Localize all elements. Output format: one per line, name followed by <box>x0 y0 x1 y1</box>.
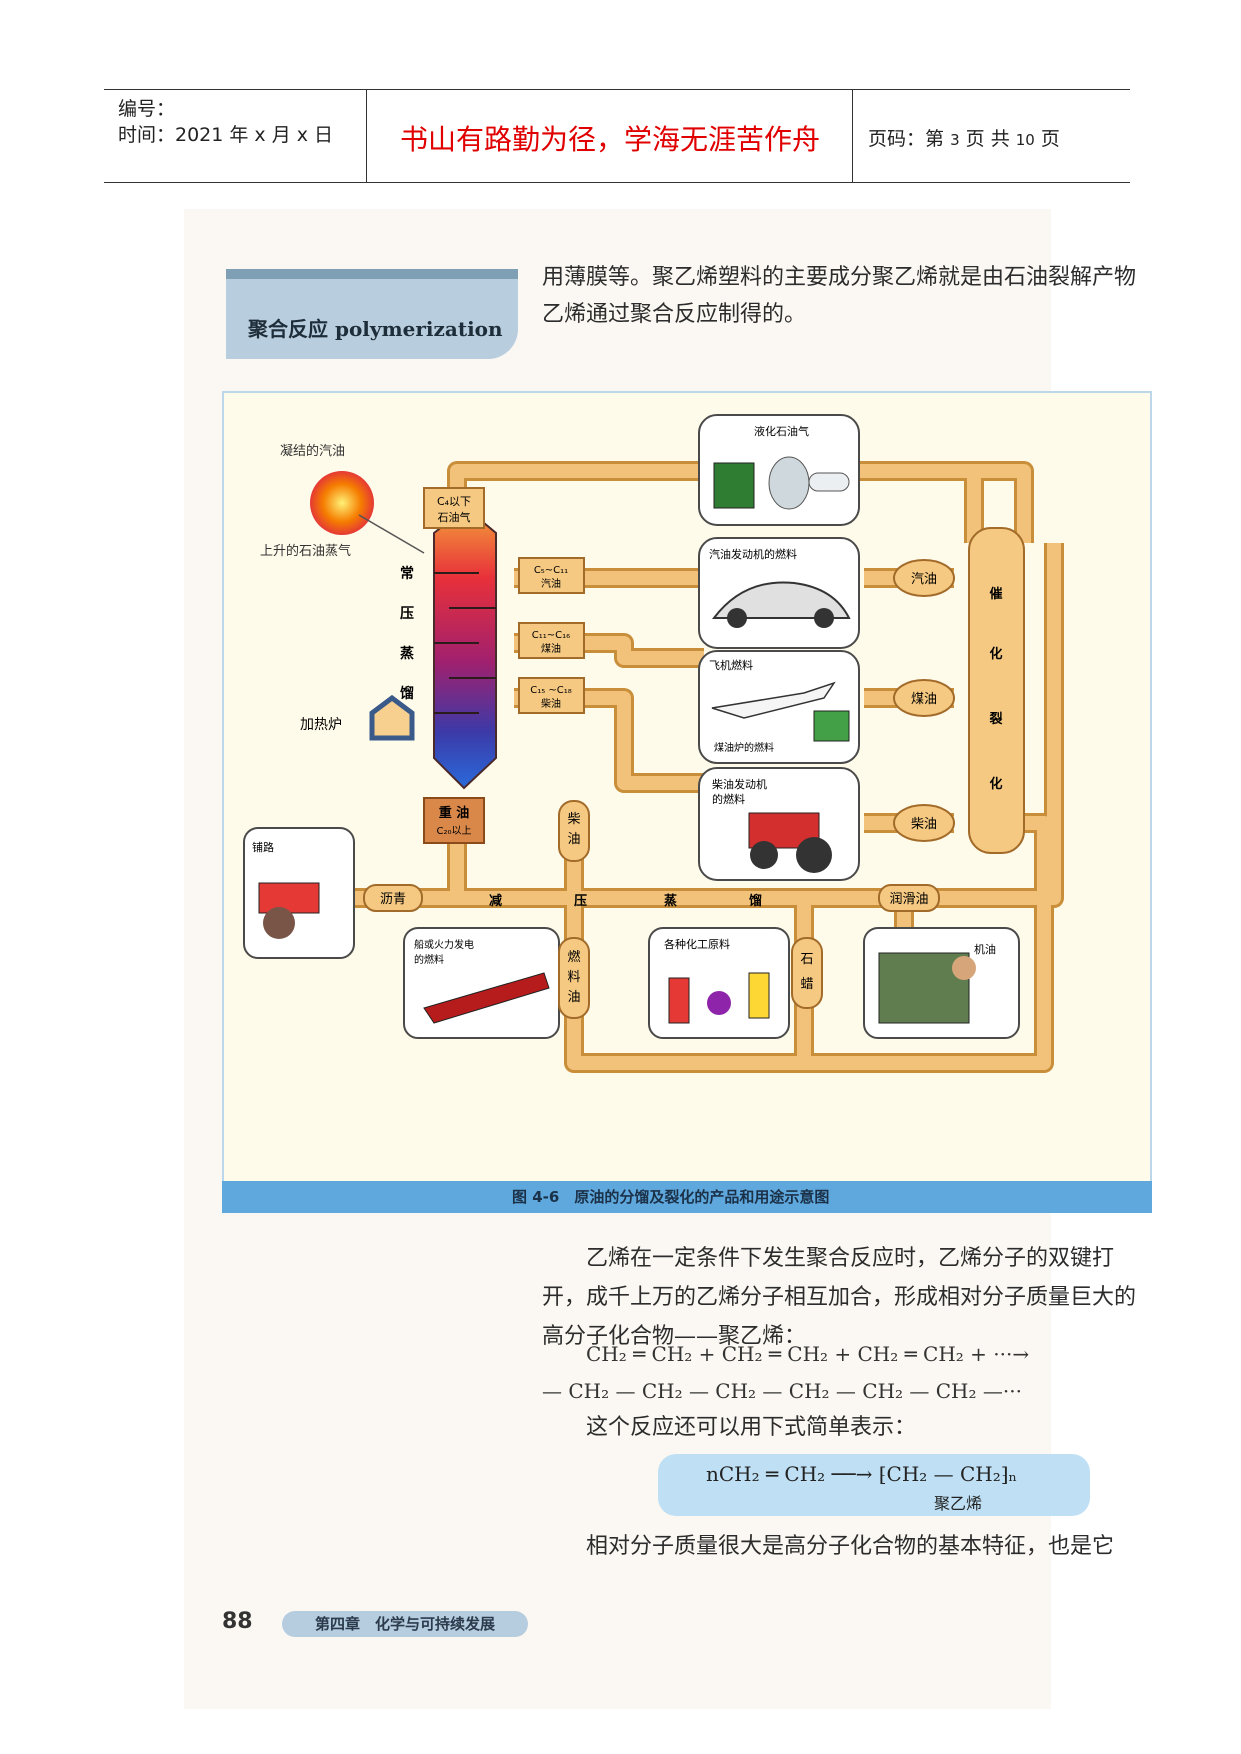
furnace-icon <box>369 694 415 741</box>
equation-box: nCH₂ ═ CH₂ ──→ ⁅CH₂ — CH₂⁆ₙ 聚乙烯 <box>658 1454 1090 1516</box>
rising-vapor-label: 上升的石油蒸气 <box>260 543 351 559</box>
column-label-4: 馏 <box>399 685 414 702</box>
cracking-label-1: 催 <box>989 586 1002 602</box>
paraffin-label-1: 石 <box>800 952 813 967</box>
fuel-oil-label-2: 料 <box>567 970 580 985</box>
number-label: 编号： <box>118 98 176 120</box>
page-number: 88 <box>222 1609 253 1634</box>
vacuum-label-4: 馏 <box>748 893 762 909</box>
heavy-oil-sub-label: C₂₀以上 <box>437 825 472 837</box>
header-info-cell: 编号： 时间：2021 年 x 月 x 日 <box>104 90 367 182</box>
asphalt-label: 沥青 <box>380 892 406 907</box>
motto: 书山有路勤为径，学海无涯苦作舟 <box>399 123 820 156</box>
chemicals-label: 各种化工原料 <box>664 937 730 951</box>
diesel-label: 柴油 <box>911 817 937 832</box>
gasoline-label: 汽油 <box>911 572 937 587</box>
condensed-oil-label: 凝结的汽油 <box>280 443 345 459</box>
time-label: 时间：2021 年 x 月 x 日 <box>118 124 334 146</box>
fuel-oil-label-3: 油 <box>567 990 580 1005</box>
diesel-v-label-1: 柴 <box>567 812 580 827</box>
c15-c18-sub-label: 柴油 <box>541 697 561 710</box>
figure-panel: 凝结的汽油 上升的石油蒸气 C₄以下 石油气 常 压 蒸 馏 加热炉 重 油 C… <box>222 391 1152 1207</box>
gas-stove-icon <box>713 462 755 509</box>
diesel-engine-sub-label: 的燃料 <box>712 792 745 806</box>
paving-label: 铺路 <box>252 841 274 854</box>
mechanic-icon <box>952 956 976 980</box>
equation-chain: — CH₂ — CH₂ — CH₂ — CH₂ — CH₂ — CH₂ —··· <box>542 1379 1022 1403</box>
petroleum-diagram: 凝结的汽油 上升的石油蒸气 C₄以下 石油气 常 压 蒸 馏 加热炉 重 油 C… <box>243 414 1064 1073</box>
vacuum-label-2: 压 <box>574 894 587 909</box>
lube-label: 润滑油 <box>889 892 928 907</box>
ship-fuel-label: 船或火力发电 <box>414 938 474 951</box>
equation-simple: nCH₂ ═ CH₂ ──→ ⁅CH₂ — CH₂⁆ₙ <box>706 1462 1018 1486</box>
c4-gas-label: C₄以下 <box>437 495 471 508</box>
valve-icon <box>707 991 731 1015</box>
lpg-label: 液化石油气 <box>754 424 809 438</box>
vacuum-label-1: 减 <box>489 893 502 909</box>
c5-c11-sub-label: 汽油 <box>541 577 561 590</box>
engine-oil-label: 机油 <box>974 942 996 956</box>
fuel-oil-label-1: 燃 <box>567 949 580 965</box>
car-fuel-label: 汽油发动机的燃料 <box>709 547 797 561</box>
cracking-label-2: 化 <box>989 646 1002 662</box>
bottle-icon <box>748 972 770 1019</box>
diesel-engine-label: 柴油发动机 <box>712 777 767 791</box>
chapter-badge: 第四章 化学与可持续发展 <box>282 1611 528 1637</box>
sidebar-term-tag: 聚合反应 polymerization <box>226 269 518 359</box>
polyethylene-label: 聚乙烯 <box>934 1494 983 1513</box>
paraffin-label-2: 蜡 <box>800 977 813 992</box>
figure-caption: 图 4-6 原油的分馏及裂化的产品和用途示意图 <box>222 1181 1152 1213</box>
c11-c16-sub-label: 煤油 <box>541 642 561 655</box>
gas-cylinder-icon <box>768 456 810 510</box>
cracking-label-4: 化 <box>989 776 1002 792</box>
stove-fuel-label: 煤油炉的燃料 <box>714 741 774 754</box>
cracking-label-3: 裂 <box>988 711 1003 727</box>
kerosene-label: 煤油 <box>911 692 937 707</box>
c15-c18-label: C₁₅ ~C₁₈ <box>530 685 572 696</box>
road-roller-icon <box>258 882 320 914</box>
vapor-droplet-icon <box>310 471 374 535</box>
jet-fuel-label: 飞机燃料 <box>709 658 753 672</box>
header-motto-cell: 书山有路勤为径，学海无涯苦作舟 <box>368 90 853 182</box>
intro-text: 用薄膜等。聚乙烯塑料的主要成分聚乙烯就是由石油裂解产物乙烯通过聚合反应制得的。 <box>542 265 1137 327</box>
kerosene-stove-icon <box>813 710 850 742</box>
ship-fuel-sub-label: 的燃料 <box>414 953 444 966</box>
heavy-oil-label: 重 油 <box>439 805 470 821</box>
c4-gas-sub-label: 石油气 <box>438 510 471 524</box>
book-page: 聚合反应 polymerization 用薄膜等。聚乙烯塑料的主要成分聚乙烯就是… <box>184 209 1152 1709</box>
paragraph-feature: 相对分子质量很大是高分子化合物的基本特征，也是它 <box>586 1534 1115 1559</box>
paragraph-polymerization: 乙烯在一定条件下发生聚合反应时，乙烯分子的双键打开，成千上万的乙烯分子相互加合，… <box>542 1246 1137 1349</box>
vacuum-label-3: 蒸 <box>664 893 677 909</box>
c5-c11-label: C₅~C₁₁ <box>534 565 568 576</box>
candle-icon <box>668 977 690 1024</box>
column-label-3: 蒸 <box>400 645 414 662</box>
c11-c16-label: C₁₁~C₁₆ <box>532 630 570 641</box>
header-page-cell: 页码：第 3 页 共 10 页 <box>854 90 1130 182</box>
document-header: 编号： 时间：2021 年 x 月 x 日 书山有路勤为径，学海无涯苦作舟 页码… <box>104 89 1130 183</box>
ship-icon <box>423 972 550 1024</box>
diesel-v-label-2: 油 <box>567 832 580 847</box>
car-icon <box>711 581 851 619</box>
paragraph-simple: 这个反应还可以用下式简单表示： <box>586 1415 917 1440</box>
distillation-column <box>433 506 497 790</box>
furnace-label: 加热炉 <box>300 717 342 733</box>
column-label-1: 常 <box>400 565 414 582</box>
column-label-2: 压 <box>400 606 414 622</box>
equation-addition: CH₂ ═ CH₂ + CH₂ ═ CH₂ + CH₂ ═ CH₂ + ···→ <box>586 1342 1030 1366</box>
airplane-icon <box>711 681 836 719</box>
page-indicator: 页码：第 3 页 共 10 页 <box>868 128 1060 150</box>
